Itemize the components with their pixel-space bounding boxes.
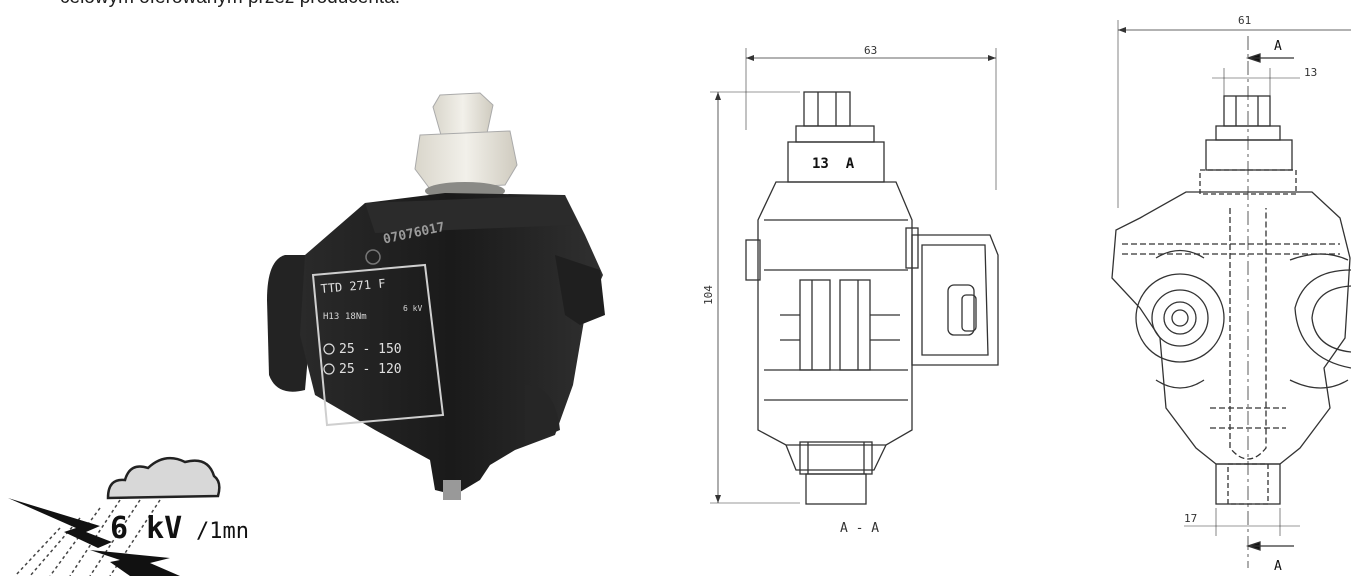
front-width-dim: 61 bbox=[1238, 14, 1251, 27]
torque-mark: H13 bbox=[323, 312, 339, 322]
width-dimension bbox=[745, 48, 997, 190]
tap-range: 25 - 120 bbox=[339, 362, 402, 377]
rain-icon bbox=[14, 499, 161, 576]
front-section-bottom: A bbox=[1274, 559, 1282, 574]
front-bottom-dim: 17 bbox=[1184, 512, 1197, 525]
front-width-dimension bbox=[1117, 20, 1351, 208]
label-voltage: 6 kV bbox=[403, 304, 422, 313]
height-dimension bbox=[710, 91, 800, 504]
front-head-dim: 13 bbox=[1304, 66, 1317, 79]
cloud-icon bbox=[106, 456, 221, 500]
side-view-drawing: 63 104 13 A A - A bbox=[702, 44, 999, 536]
left-cable-clamp bbox=[1135, 249, 1225, 389]
main-range: 25 - 150 bbox=[339, 342, 402, 357]
torque-value: 18Nm bbox=[345, 312, 367, 322]
model-label: TTD 271 F bbox=[320, 276, 386, 296]
product-photo: 07076017 TTD 271 F H13 18Nm 25 - 150 25 … bbox=[267, 92, 605, 500]
lightning-icon bbox=[8, 498, 180, 576]
product-label: TTD 271 F H13 18Nm 25 - 150 25 - 120 6 k… bbox=[311, 263, 445, 427]
front-view-drawing: 61 A A 13 17 bbox=[1111, 14, 1351, 574]
front-section-top: A bbox=[1274, 39, 1282, 54]
weather-voltage-badge: 6 kV /1mn bbox=[8, 456, 249, 576]
badge-voltage: 6 kV bbox=[110, 511, 182, 546]
section-arrow-bottom bbox=[1245, 541, 1294, 551]
plastic-cap bbox=[414, 92, 518, 200]
badge-duration: /1mn bbox=[196, 519, 249, 544]
side-hook bbox=[555, 255, 605, 325]
right-cable-clamp bbox=[1289, 253, 1351, 389]
side-section-label: A - A bbox=[840, 521, 879, 536]
document-top-text: celowym oferowanym przez producenta. bbox=[60, 0, 400, 9]
side-width-dim: 63 bbox=[864, 44, 877, 57]
bottom-bolt bbox=[443, 480, 461, 500]
section-arrow-top bbox=[1245, 53, 1294, 63]
side-head-label: 13 A bbox=[812, 156, 855, 172]
side-height-dim: 104 bbox=[702, 285, 715, 305]
